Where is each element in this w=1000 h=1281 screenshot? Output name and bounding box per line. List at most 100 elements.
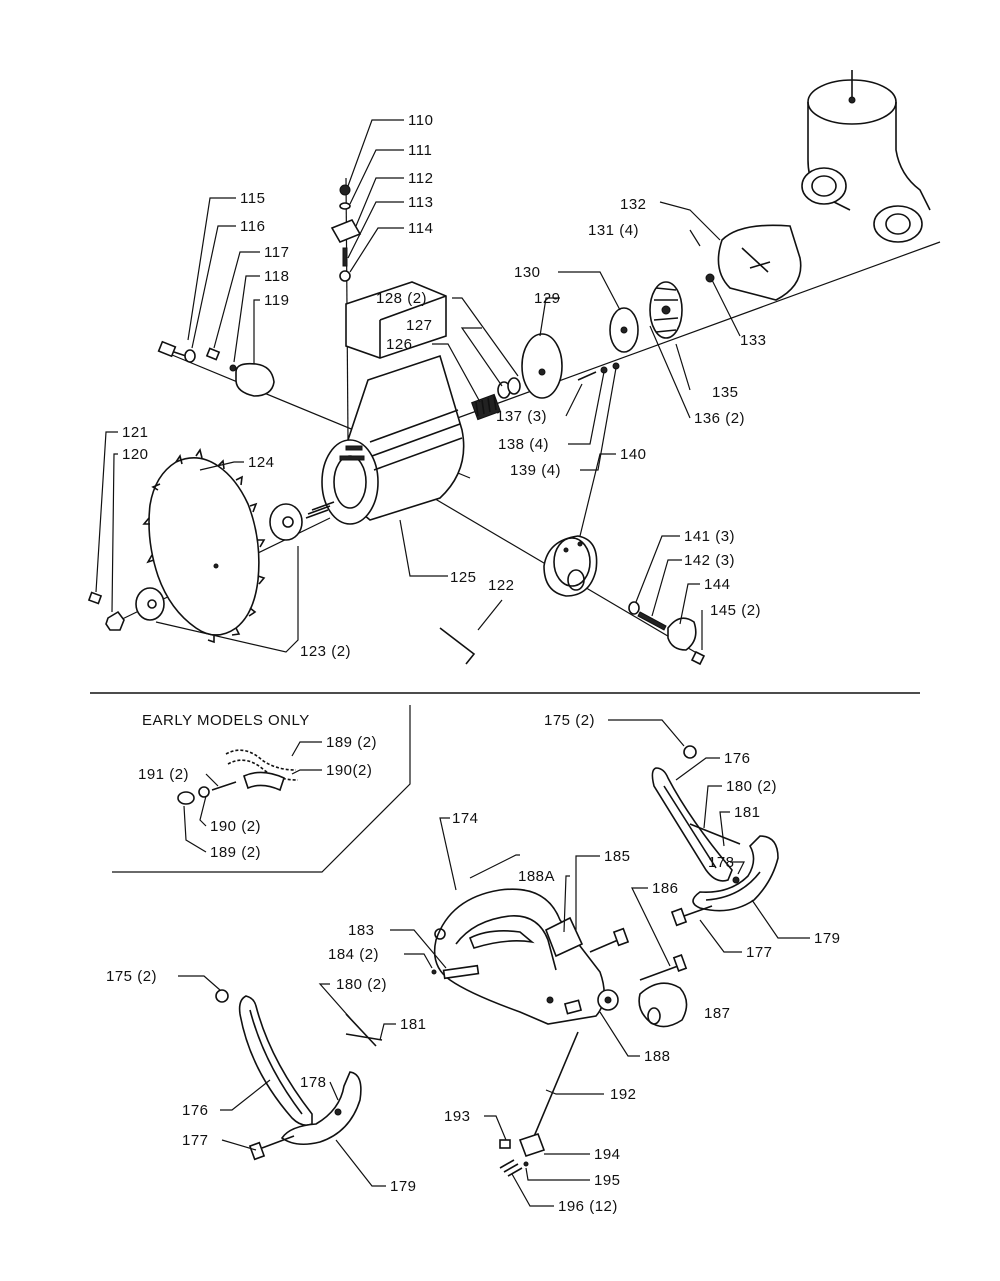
rear-guard (717, 224, 802, 301)
bolt-186 (639, 954, 688, 981)
bracket-112 (330, 218, 362, 244)
label-120: 120 (122, 446, 149, 463)
label-112: 112 (408, 170, 433, 187)
rod-192 (529, 1031, 579, 1147)
label-121: 121 (122, 424, 149, 441)
label-188: 188 (644, 1048, 671, 1065)
label-114: 114 (408, 220, 433, 237)
bolt-185 (589, 927, 630, 953)
motor-housing (305, 281, 465, 525)
label-185: 185 (604, 848, 631, 865)
labels-top: 110 111 112 113 114 115 116 117 118 119 … (122, 112, 767, 660)
bearing-128 (507, 377, 521, 395)
flange-hole-a (282, 516, 294, 528)
label-110: 110 (408, 112, 433, 129)
upper-blade-guard (433, 888, 619, 1025)
washer-116 (184, 349, 196, 363)
guard-knob (638, 982, 688, 1028)
rear-end-plate (543, 535, 598, 597)
pin-193 (499, 1139, 511, 1149)
label-178-right: 178 (708, 854, 735, 871)
label-122: 122 (488, 577, 515, 594)
label-123: 123 (2) (300, 643, 351, 660)
labels-early-models: EARLY MODELS ONLY 189 (2) 190(2) 191 (2)… (138, 712, 377, 861)
leader-lines (95, 119, 810, 1207)
label-186: 186 (652, 880, 679, 897)
lower-guard-right (651, 767, 779, 912)
label-139: 139 (4) (510, 462, 561, 479)
bolt-177-right (670, 905, 713, 927)
screw-184 (431, 969, 437, 975)
bolt-177-left (248, 1135, 295, 1161)
label-179-left: 179 (390, 1178, 417, 1195)
label-189-bottom: 189 (2) (210, 844, 261, 861)
early-models-parts (177, 749, 299, 805)
label-138: 138 (4) (498, 436, 549, 453)
label-175-right: 175 (2) (544, 712, 595, 729)
label-136: 136 (2) (694, 410, 745, 427)
label-124: 124 (248, 454, 275, 471)
label-190-top: 190(2) (326, 762, 372, 779)
label-135: 135 (712, 384, 739, 401)
label-113: 113 (408, 194, 433, 211)
label-177-right: 177 (746, 944, 773, 961)
label-132: 132 (620, 196, 647, 213)
label-111: 111 (408, 142, 432, 159)
label-142: 142 (3) (684, 552, 735, 569)
label-137: 137 (3) (496, 408, 547, 425)
bolt-117 (205, 347, 221, 361)
label-116: 116 (240, 218, 265, 235)
label-193: 193 (444, 1108, 471, 1125)
spring-113 (342, 247, 348, 267)
screw-121 (87, 591, 103, 605)
label-130: 130 (514, 264, 541, 281)
label-181-right: 181 (734, 804, 761, 821)
saw-blade (142, 448, 266, 644)
label-125: 125 (450, 569, 477, 586)
flange-123b (135, 587, 165, 621)
label-184: 184 (2) (328, 946, 379, 963)
label-187: 187 (704, 1005, 731, 1022)
label-192: 192 (610, 1086, 637, 1103)
hex-key (439, 627, 476, 665)
label-177-left: 177 (182, 1132, 209, 1149)
screw-137 (577, 371, 597, 381)
label-188a: 188A (518, 868, 555, 885)
label-119: 119 (264, 292, 289, 309)
label-174: 174 (452, 810, 479, 827)
label-145: 145 (2) (710, 602, 761, 619)
end-shield-hub (538, 368, 546, 376)
early-models-frame (112, 705, 411, 873)
end-shield (521, 333, 563, 399)
label-176-left: 176 (182, 1102, 209, 1119)
label-178-left: 178 (300, 1074, 327, 1091)
label-126: 126 (386, 336, 413, 353)
cover-144 (667, 617, 697, 651)
lower-guard-left (238, 995, 383, 1146)
label-175-left: 175 (2) (106, 968, 157, 985)
washer-141 (628, 601, 640, 615)
spacer-119 (235, 362, 275, 397)
nut-114 (339, 270, 351, 282)
label-189-top: 189 (2) (326, 734, 377, 751)
label-128: 128 (2) (376, 290, 427, 307)
bearing-hub (620, 326, 628, 334)
label-144: 144 (704, 576, 731, 593)
label-133: 133 (740, 332, 767, 349)
motor-axis-right (429, 241, 941, 429)
flange-123a (269, 503, 303, 541)
nut-120 (105, 610, 125, 631)
label-176-right: 176 (724, 750, 751, 767)
label-190-bottom: 190 (2) (210, 818, 261, 835)
early-models-heading: EARLY MODELS ONLY (142, 712, 310, 729)
screw-175-left (215, 989, 229, 1003)
label-191: 191 (2) (138, 766, 189, 783)
label-140: 140 (620, 446, 647, 463)
label-181-left: 181 (400, 1016, 427, 1033)
label-194: 194 (594, 1146, 621, 1163)
knob-110 (339, 184, 351, 196)
spring-195 (523, 1161, 529, 1167)
screw-175-right (683, 745, 697, 759)
